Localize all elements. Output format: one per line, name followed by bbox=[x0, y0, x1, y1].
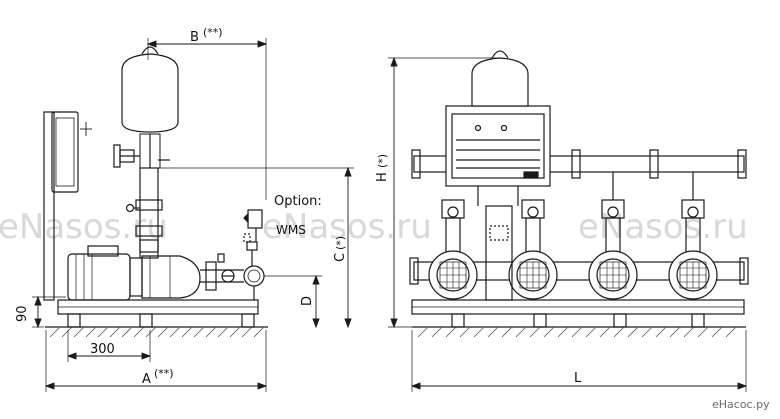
option-type: WMS bbox=[276, 223, 306, 237]
wms-option-symbol bbox=[243, 209, 263, 243]
dimension-90 bbox=[32, 295, 66, 329]
option-label: Option: bbox=[274, 194, 322, 209]
watermark-layer: eNasos.ru eNasos.ru eNasos.ru bbox=[0, 207, 748, 247]
pump-unit-3 bbox=[588, 172, 638, 300]
front-floor bbox=[412, 326, 746, 338]
side-control-box bbox=[51, 111, 79, 193]
side-pressure-vessel bbox=[121, 46, 179, 133]
footer-brand: eНасос.ру bbox=[712, 398, 770, 411]
dimension-l bbox=[410, 330, 748, 392]
side-floor bbox=[45, 326, 268, 338]
dimension-a-label: A bbox=[142, 372, 151, 387]
side-motor bbox=[67, 245, 143, 301]
control-cabinet bbox=[445, 105, 551, 206]
side-suction-line bbox=[200, 241, 265, 300]
dimension-h bbox=[388, 56, 500, 329]
side-foot-far bbox=[241, 313, 255, 328]
front-pressure-vessel bbox=[471, 50, 529, 107]
watermark-text-2: eNasos.ru bbox=[262, 207, 432, 247]
dimension-h-note: (*) bbox=[376, 154, 389, 168]
dimension-90-label: 90 bbox=[15, 305, 30, 322]
watermark-text-1: eNasos.ru bbox=[0, 207, 168, 247]
front-view bbox=[388, 50, 749, 392]
side-discharge-pipe bbox=[113, 133, 170, 259]
dimension-l-label: L bbox=[574, 371, 582, 386]
side-foot-right bbox=[139, 313, 153, 328]
dimension-a-note: (**) bbox=[154, 367, 174, 380]
dimension-c-label: C bbox=[333, 253, 348, 262]
suction-manifold bbox=[409, 257, 749, 285]
side-foot-left bbox=[67, 313, 81, 328]
dimension-c-note: (*) bbox=[334, 236, 347, 250]
dimension-d bbox=[264, 274, 322, 329]
dimension-b bbox=[146, 38, 268, 200]
dimension-b-note: (**) bbox=[203, 26, 223, 39]
dimension-c bbox=[160, 166, 354, 329]
dimension-300 bbox=[66, 330, 152, 362]
pump-unit-1 bbox=[428, 199, 478, 300]
dimension-h-label: H bbox=[375, 172, 390, 182]
side-pump-body bbox=[141, 255, 201, 299]
dimension-d-label: D bbox=[300, 296, 315, 306]
discharge-manifold bbox=[411, 149, 747, 179]
dimension-b-label: B bbox=[190, 30, 199, 45]
pump-unit-4 bbox=[668, 172, 718, 300]
dimension-300-label: 300 bbox=[90, 342, 115, 357]
dimension-a bbox=[44, 330, 268, 392]
pump-unit-2 bbox=[508, 199, 558, 300]
side-control-column bbox=[43, 111, 55, 301]
watermark-text-3: eNasos.ru bbox=[578, 207, 748, 247]
front-center-column bbox=[485, 205, 513, 301]
side-view bbox=[32, 38, 354, 392]
